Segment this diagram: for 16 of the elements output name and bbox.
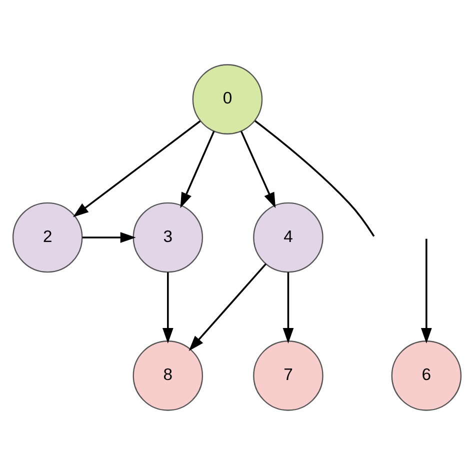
arrow — [180, 130, 215, 208]
node-circle: 3 — [132, 202, 204, 272]
arrow — [188, 262, 267, 350]
connector — [254, 120, 375, 236]
node-circle: 2 — [12, 202, 83, 272]
arrow — [73, 120, 201, 217]
node-circle: 8 — [132, 340, 204, 410]
arrow — [420, 238, 432, 343]
node-circle: 0 — [192, 64, 263, 134]
arrow — [162, 272, 174, 344]
node-circle: 4 — [253, 202, 324, 272]
arrow — [240, 130, 276, 208]
node-circle: 6 — [391, 340, 462, 410]
node-circle: 7 — [253, 340, 324, 410]
arrow — [282, 272, 294, 344]
arrow — [82, 232, 136, 242]
